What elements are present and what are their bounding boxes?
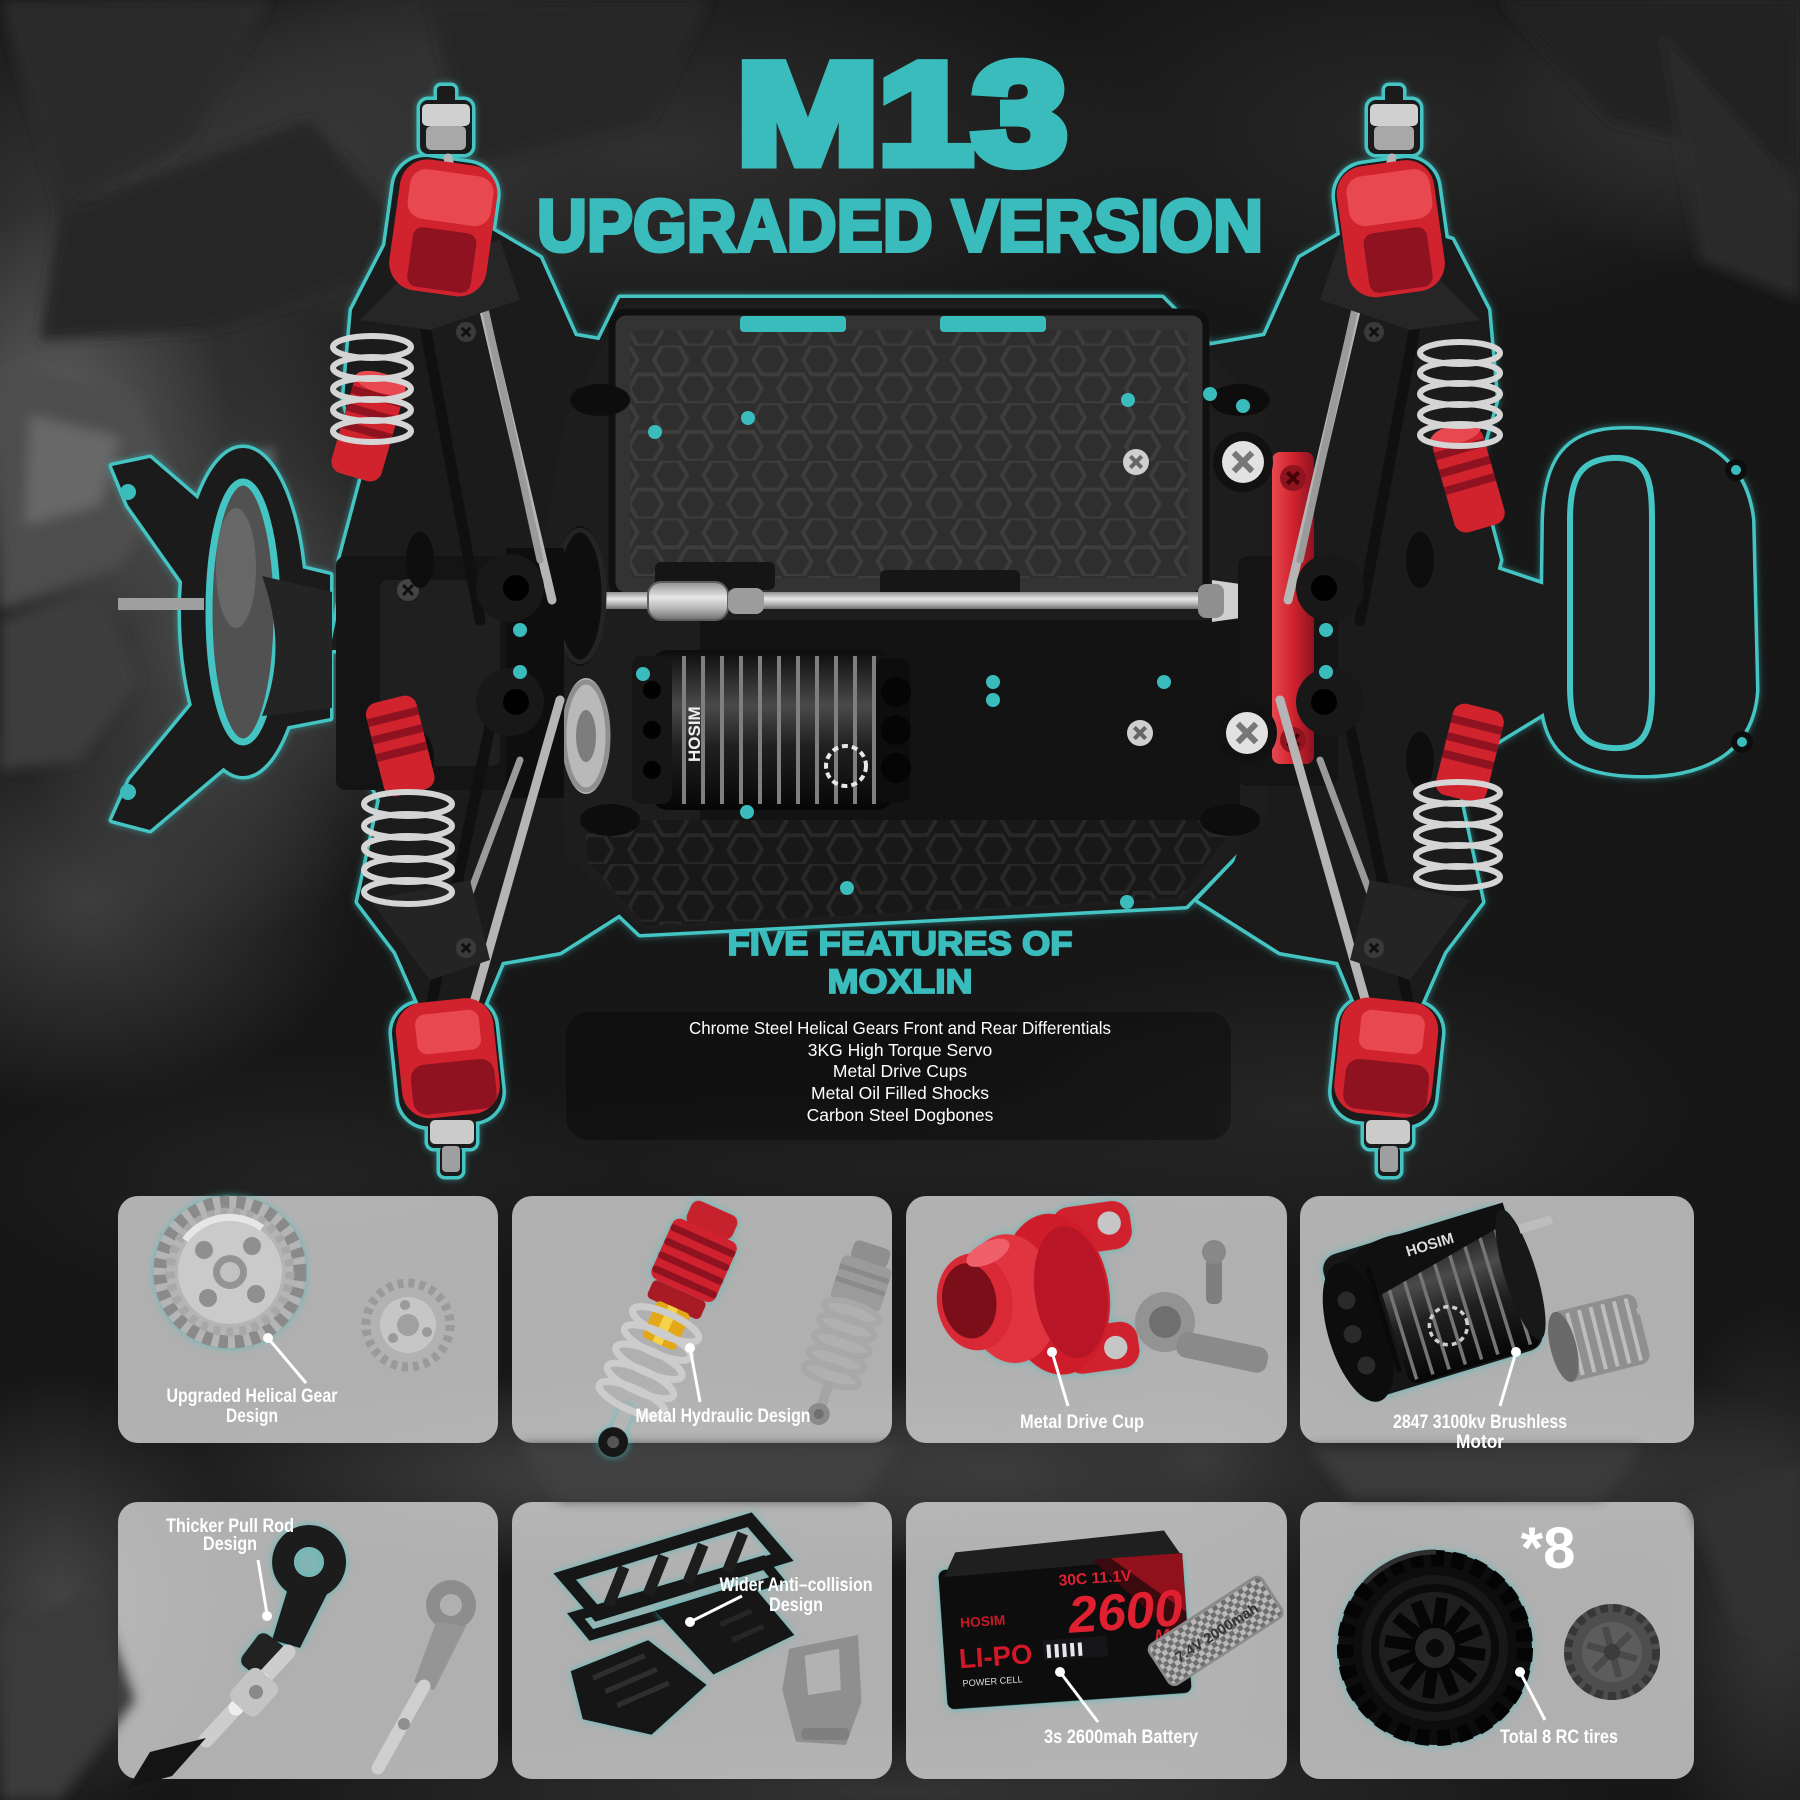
- svg-text:Motor: Motor: [1456, 1432, 1505, 1453]
- svg-text:M13: M13: [737, 35, 1067, 194]
- svg-text:Design: Design: [769, 1595, 823, 1616]
- svg-text:Metal Oil Filled Shocks: Metal Oil Filled Shocks: [811, 1083, 989, 1103]
- svg-text:UPGRADED VERSION: UPGRADED VERSION: [537, 186, 1263, 267]
- svg-text:Carbon Steel Dogbones: Carbon Steel Dogbones: [807, 1105, 994, 1125]
- svg-text:HOSIM: HOSIM: [685, 706, 704, 762]
- svg-text:*8: *8: [1521, 1516, 1576, 1581]
- svg-text:2847 3100kv Brushless: 2847 3100kv Brushless: [1393, 1412, 1567, 1433]
- svg-text:Metal Drive Cup: Metal Drive Cup: [1020, 1412, 1144, 1433]
- svg-text:30C 11.1V: 30C 11.1V: [1058, 1568, 1133, 1590]
- svg-text:2600: 2600: [1065, 1578, 1185, 1644]
- svg-text:HOSIM: HOSIM: [960, 1613, 1006, 1631]
- svg-text:Upgraded Helical Gear: Upgraded Helical Gear: [167, 1386, 339, 1407]
- svg-text:Total 8 RC tires: Total 8 RC tires: [1500, 1727, 1618, 1748]
- svg-text:Thicker Pull Rod: Thicker Pull Rod: [166, 1516, 294, 1537]
- svg-text:3KG High Torque Servo: 3KG High Torque Servo: [808, 1040, 993, 1060]
- svg-text:▌▌▌▌▌: ▌▌▌▌▌: [1046, 1641, 1086, 1659]
- svg-text:Wider Anti–collision: Wider Anti–collision: [720, 1575, 873, 1596]
- svg-text:POWER CELL: POWER CELL: [962, 1674, 1023, 1688]
- svg-text:FIVE FEATURES OF: FIVE FEATURES OF: [728, 925, 1073, 963]
- svg-text:Design: Design: [203, 1534, 257, 1555]
- svg-text:LI-PO: LI-PO: [958, 1638, 1034, 1674]
- svg-text:Chrome Steel Helical Gears Fro: Chrome Steel Helical Gears Front and Rea…: [689, 1018, 1111, 1038]
- svg-text:Design: Design: [226, 1406, 278, 1427]
- svg-text:3s 2600mah Battery: 3s 2600mah Battery: [1044, 1727, 1198, 1748]
- svg-text:Metal Hydraulic Design: Metal Hydraulic Design: [636, 1406, 811, 1427]
- svg-text:MOXLIN: MOXLIN: [828, 963, 973, 1001]
- svg-text:Metal Drive Cups: Metal Drive Cups: [833, 1061, 967, 1081]
